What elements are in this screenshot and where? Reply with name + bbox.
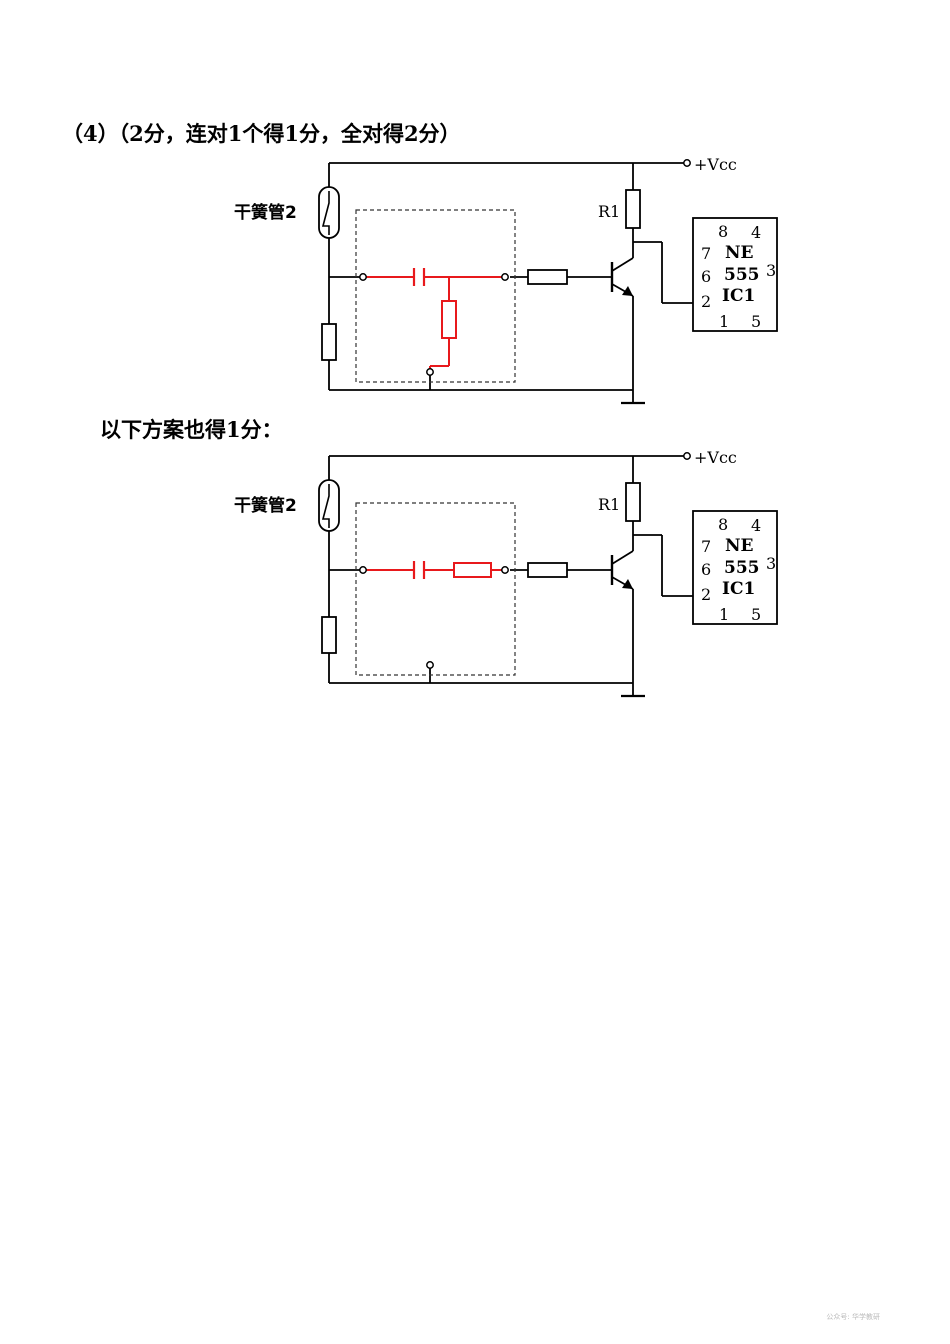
- vcc-label: +Vcc: [694, 155, 737, 174]
- pin-8: 8: [718, 222, 728, 241]
- page-heading: （4）（2分，连对1个得1分，全对得2分）: [62, 121, 461, 146]
- alternative-heading: 以下方案也得1分：: [100, 417, 283, 442]
- dashed-answer-box: [355, 209, 516, 383]
- chip-label-555: 555: [724, 265, 760, 285]
- chip-label-ic1: IC1: [722, 579, 755, 599]
- pin-1: 1: [719, 605, 729, 624]
- footer-watermark: 公众号: 华学教研: [826, 1313, 880, 1321]
- capacitor-icon: [412, 561, 426, 579]
- reed-switch-label: 干簧管2: [234, 202, 297, 223]
- answer-resistor-icon: [453, 562, 492, 578]
- chip-label-ne: NE: [725, 536, 754, 556]
- chip-label-555: 555: [724, 558, 760, 578]
- vcc-label: +Vcc: [694, 448, 737, 467]
- ne555-chip: [692, 510, 778, 625]
- chip-label-ne: NE: [725, 243, 754, 263]
- chip-label-ic1: IC1: [722, 286, 755, 306]
- pin-3: 3: [766, 261, 776, 280]
- capacitor-icon: [412, 268, 426, 286]
- pin-5: 5: [751, 312, 761, 331]
- answer-resistor-icon: [441, 300, 457, 339]
- pin-3: 3: [766, 554, 776, 573]
- dashed-answer-box: [355, 502, 516, 676]
- pin-2: 2: [701, 292, 711, 311]
- pin-4: 4: [751, 516, 761, 535]
- pin-2: 2: [701, 585, 711, 604]
- pin-6: 6: [701, 267, 711, 286]
- r1-resistor-icon: [625, 482, 641, 522]
- r1-resistor-icon: [625, 189, 641, 229]
- ne555-chip: [692, 217, 778, 332]
- pin-8: 8: [718, 515, 728, 534]
- resistor-icon: [321, 616, 337, 654]
- base-resistor-icon: [527, 562, 568, 578]
- circuit-diagram-1: 8 4 7 NE 6 555 3 2 IC1 1 5 干簧管2 R1 +Vcc: [234, 155, 778, 405]
- pin-1: 1: [719, 312, 729, 331]
- base-resistor-icon: [527, 269, 568, 285]
- pin-6: 6: [701, 560, 711, 579]
- r1-label: R1: [598, 202, 620, 221]
- pin-7: 7: [701, 537, 711, 556]
- pin-4: 4: [751, 223, 761, 242]
- reed-switch-label: 干簧管2: [234, 495, 297, 516]
- pin-7: 7: [701, 244, 711, 263]
- circuit-diagram-2: 8 4 7 NE 6 555 3 2 IC1 1 5 干簧管2 R1 +Vcc: [234, 448, 778, 698]
- r1-label: R1: [598, 495, 620, 514]
- pin-5: 5: [751, 605, 761, 624]
- resistor-icon: [321, 323, 337, 361]
